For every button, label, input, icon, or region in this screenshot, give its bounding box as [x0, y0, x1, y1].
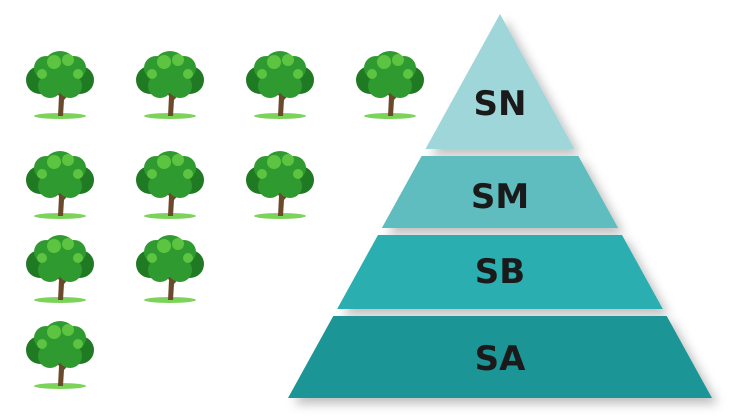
tree-icon: [18, 230, 102, 306]
tree-icon: [348, 46, 432, 122]
tier-label-sm: SM: [471, 177, 529, 217]
tier-label-sa: SA: [475, 339, 526, 379]
pyramid-tier-sn: [425, 14, 575, 149]
tree-icon: [238, 146, 322, 222]
tree-icon: [128, 146, 212, 222]
tree-icon: [18, 146, 102, 222]
tree-icon: [238, 46, 322, 122]
pyramid-tier-sa: [288, 316, 712, 398]
tree-icon: [18, 316, 102, 392]
tree-icon: [128, 46, 212, 122]
tree-icon: [128, 230, 212, 306]
pyramid-tier-sm: [381, 156, 619, 228]
tier-label-sb: SB: [475, 252, 525, 292]
tree-icon: [18, 46, 102, 122]
tier-label-sn: SN: [474, 84, 527, 124]
pyramid-tier-sb: [337, 235, 663, 309]
